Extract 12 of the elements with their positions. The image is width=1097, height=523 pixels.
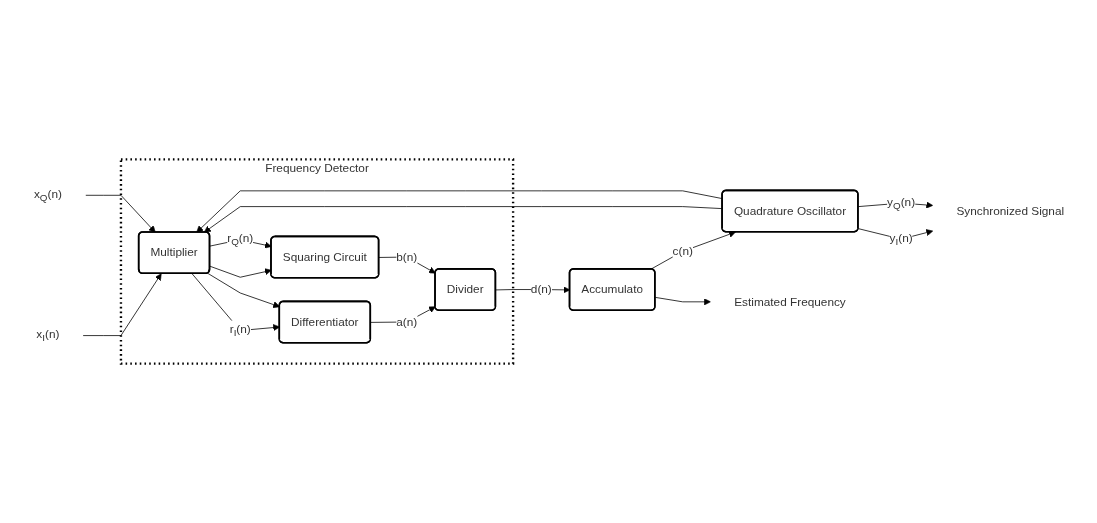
edge-label: a(n): [395, 314, 417, 329]
edge-label: b(n): [395, 249, 417, 264]
node-text: x$_{I}$(n): [35, 327, 59, 344]
edge-label: r$_{I}$(n): [229, 321, 251, 339]
edge-label: d(n): [530, 282, 552, 296]
edge-label: y$_{Q}$(n): [886, 194, 915, 212]
node-text: Estimated Frequency: [733, 294, 846, 308]
node-text: x$_{Q}$(n): [33, 186, 62, 204]
edge-label: y$_{I}$(n): [889, 230, 913, 248]
edge-label: r$_{Q}$(n): [226, 231, 253, 248]
edge-label: c(n): [672, 244, 693, 258]
node-text: Synchronized Signal: [955, 203, 1064, 218]
